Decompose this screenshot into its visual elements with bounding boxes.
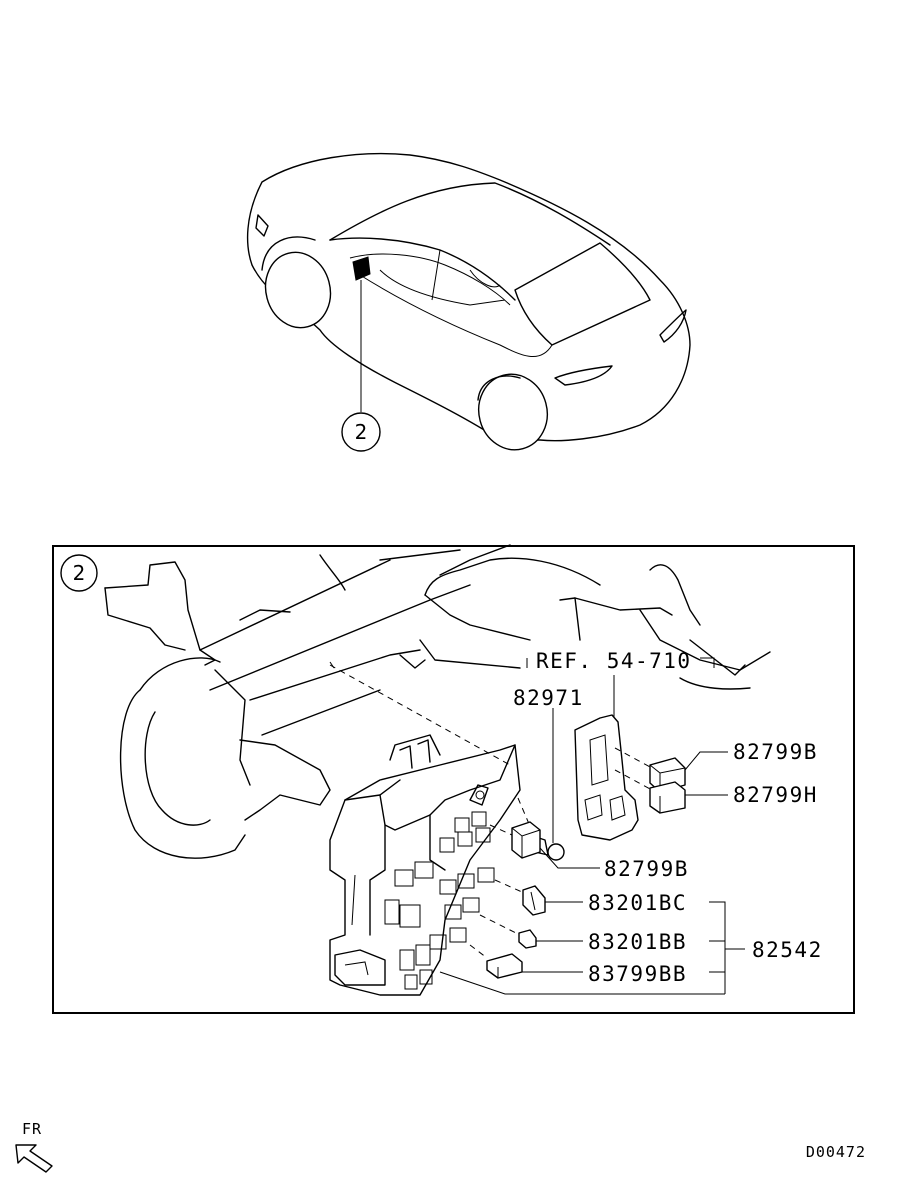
fuse-83201BB: [479, 914, 537, 949]
car-overview: 2: [246, 152, 691, 452]
relay-82799B-mid: [489, 821, 541, 859]
front-arrow-icon: [15, 1144, 53, 1173]
part-label-82971: 82971: [513, 686, 584, 710]
detail-callout-number: 2: [73, 561, 86, 585]
part-label-83201BC: 83201BC: [588, 891, 687, 915]
detail-frame: [52, 545, 855, 1014]
part-label-82542: 82542: [752, 938, 823, 962]
part-label-82799B-top: 82799B: [733, 740, 818, 764]
detail-callout-circle: [60, 554, 98, 592]
drawing-code: D00472: [806, 1143, 866, 1161]
callout-circle: [341, 412, 381, 452]
leader-lines: [439, 657, 745, 995]
etacs-location-marker: [352, 256, 371, 281]
ref-label: REF. 54-710: [536, 649, 692, 673]
front-label: FR: [22, 1120, 42, 1138]
part-label-82799B-mid: 82799B: [604, 857, 689, 881]
fuse-83201BC: [494, 879, 546, 916]
part-label-82799H: 82799H: [733, 783, 818, 807]
part-label-83201BB: 83201BB: [588, 930, 687, 954]
fuse-83799BB: [469, 944, 523, 979]
relay-82799H: [649, 781, 686, 814]
detail-view: 2: [52, 544, 855, 1014]
part-label-83799BB: 83799BB: [588, 962, 687, 986]
callout-number: 2: [355, 420, 368, 444]
front-direction-indicator: FR: [15, 1120, 53, 1173]
